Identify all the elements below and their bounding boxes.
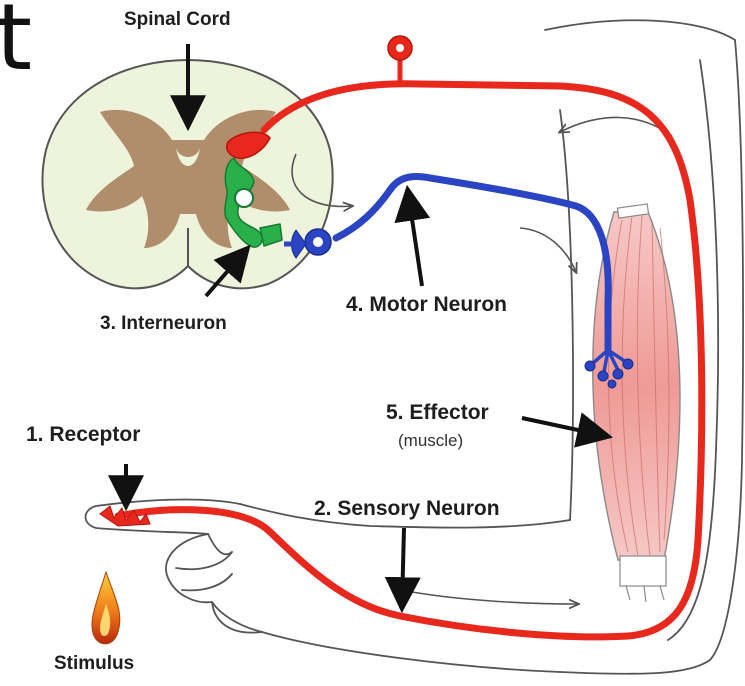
label-effector: 5. Effector	[386, 402, 489, 423]
label-stimulus: Stimulus	[54, 654, 134, 673]
label-spinal-cord: Spinal Cord	[124, 10, 231, 29]
label-motor-neuron: 4. Motor Neuron	[346, 294, 507, 315]
label-sensory-neuron: 2. Sensory Neuron	[314, 498, 500, 519]
motor-neuron	[284, 177, 633, 389]
label-effector-muscle: (muscle)	[398, 432, 463, 449]
label-receptor: 1. Receptor	[26, 424, 140, 445]
flame-icon	[92, 572, 120, 644]
label-interneuron: 3. Interneuron	[100, 314, 227, 333]
corner-letter: t	[0, 0, 32, 84]
